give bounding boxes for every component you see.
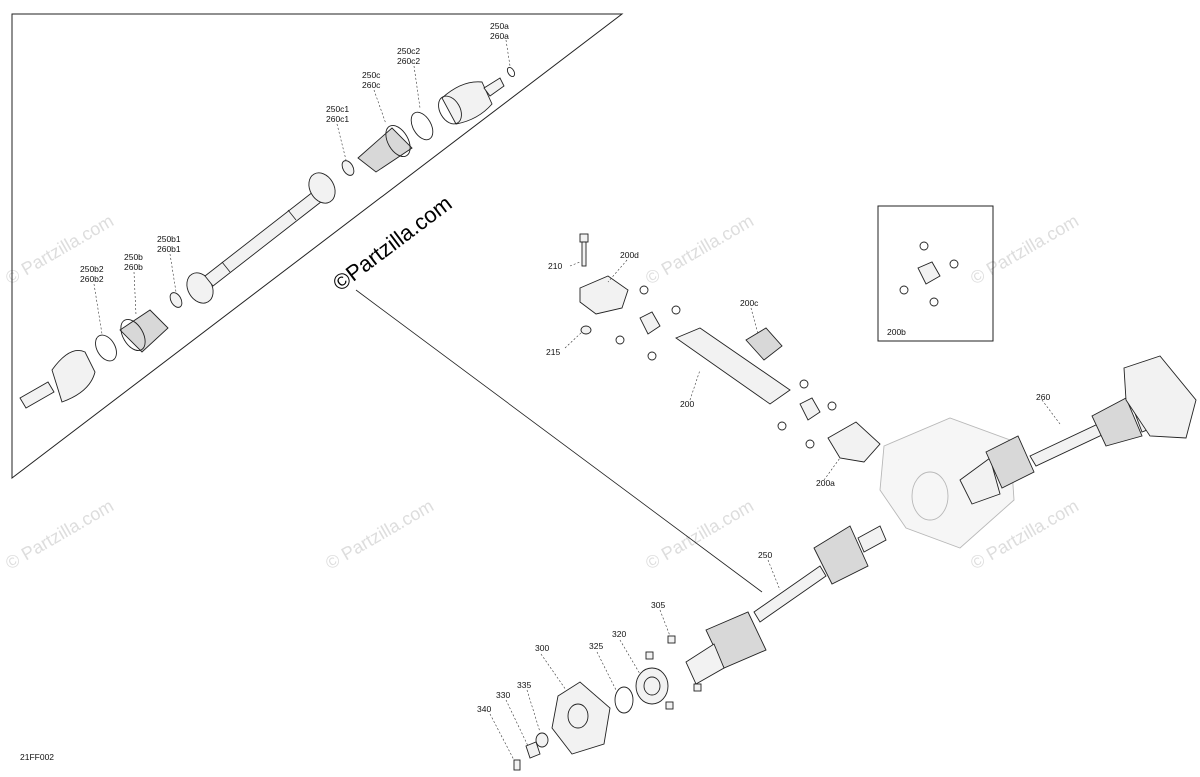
cotter-pin-340 [513,759,521,771]
callout-leader-line [355,289,763,593]
label-260a: 260a [490,31,509,41]
u-joint-cross [639,311,661,335]
clamp-250c1 [341,160,355,176]
hub-300 [551,681,611,755]
label-210: 210 [548,261,562,271]
label-250b: 250b [124,252,143,262]
bolt-210-shank [581,241,587,267]
boot-200c [745,327,783,361]
bolt-210-head [579,233,589,243]
u-joint-cross-2 [799,397,821,421]
label-200c: 200c [740,298,759,308]
drive-shaft-250 [685,525,887,685]
exploded-view-frame [11,13,624,480]
label-250b2: 250b2 [80,264,104,274]
differential-port [911,471,949,521]
label-325: 325 [589,641,603,651]
watermark-text: © Partzilla.com [642,495,757,573]
label-250c1: 250c1 [326,104,349,114]
propeller-shaft-assembly [579,233,881,463]
label-200d: 200d [620,250,639,260]
label-250: 250 [758,550,772,560]
label-250b1: 250b1 [157,234,181,244]
diagram-code: 21FF002 [20,752,54,762]
main-leaders [489,259,1061,761]
watermark-text: © Partzilla.com [967,210,1082,288]
front-differential [879,417,1015,549]
inner-stub [483,77,505,97]
bolt-305 [667,635,676,644]
label-250c: 250c [362,70,381,80]
label-260b: 260b [124,262,143,272]
label-260: 260 [1036,392,1050,402]
label-340: 340 [477,704,491,714]
outer-cv-joint [51,350,96,403]
label-330: 330 [496,690,510,700]
label-260b1: 260b1 [157,244,181,254]
watermark-text: © Partzilla.com [642,210,757,288]
drive-shaft-260 [959,355,1197,505]
nut-215 [580,325,592,335]
part-labels: 250a 260a 250c2 260c2 250c 260c 250c1 26… [20,21,1050,762]
bearing-320 [635,667,669,705]
outer-stub-shaft [19,381,55,409]
label-300: 300 [535,643,549,653]
label-260c: 260c [362,80,381,90]
hub-260 [1123,355,1197,439]
yoke-200d [579,275,629,315]
clamp-250b1 [169,292,183,308]
boot-rim [120,319,146,351]
clamp-ring-250c2 [410,111,434,141]
label-200: 200 [680,399,694,409]
circlip-250a [506,66,516,78]
label-305: 305 [651,600,665,610]
wheel-hub-assembly [513,635,702,771]
nut-330 [525,741,541,759]
label-260c2: 260c2 [397,56,420,66]
shaft-bar [204,187,327,287]
u-joint-kit-200b [899,241,959,307]
label-260b2: 260b2 [80,274,104,284]
propeller-shaft-200 [675,327,791,405]
label-335: 335 [517,680,531,690]
watermark-text: © Partzilla.com [322,495,437,573]
boot-c-rim [385,125,411,157]
inner-cv-cup [441,81,493,125]
inset-drive-shaft [19,66,516,409]
inset-leaders [93,39,511,335]
boot-250b [119,309,169,353]
circlip-325 [614,686,634,714]
tripod-joint-inner [308,172,336,204]
label-200a: 200a [816,478,835,488]
label-260c1: 260c1 [326,114,349,124]
inset-box-200b [877,205,994,342]
label-320: 320 [612,629,626,639]
watermark-text: © Partzilla.com [2,495,117,573]
label-215: 215 [546,347,560,357]
label-250c2: 250c2 [397,46,420,56]
main-watermark: ©Partzilla.com [328,190,457,296]
yoke-200a [827,421,881,463]
label-250a: 250a [490,21,509,31]
clamp-ring-250b2 [95,334,117,362]
washer-335 [535,732,549,748]
label-200b: 200b [887,327,906,337]
boot-250c [357,127,413,173]
